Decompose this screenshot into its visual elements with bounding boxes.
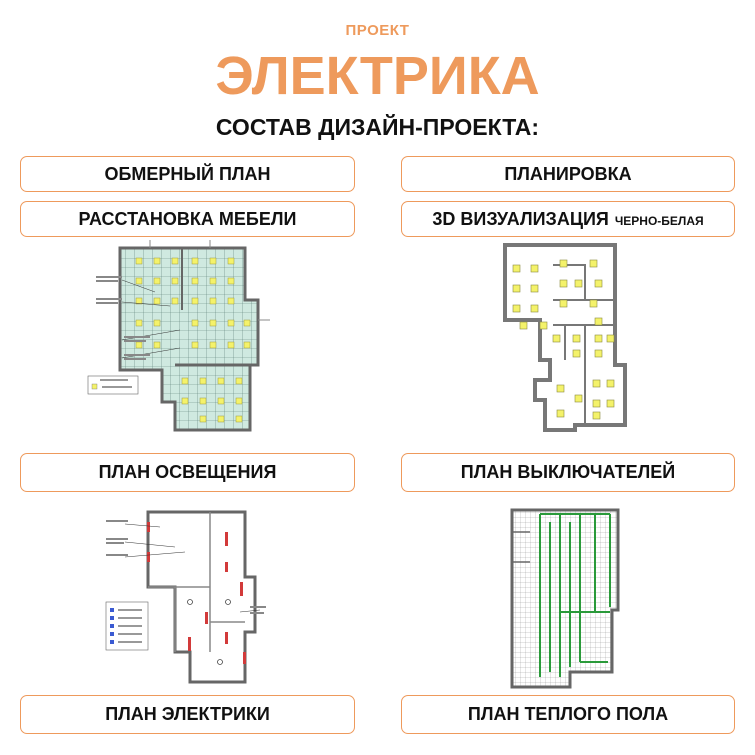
item-3d-visualization: 3D ВИЗУАЛИЗАЦИЯ ЧЕРНО-БЕЛАЯ [401, 201, 735, 237]
item-electric-plan: ПЛАН ЭЛЕКТРИКИ [20, 695, 355, 734]
heating-loops [539, 513, 611, 677]
warm-floor-plan-drawing [510, 508, 620, 689]
item-furniture: РАССТАНОВКА МЕБЕЛИ [20, 201, 355, 237]
page-title: ЭЛЕКТРИКА [215, 46, 540, 106]
lighting-plan-drawing [87, 240, 270, 432]
item-warm-floor-plan: ПЛАН ТЕПЛОГО ПОЛА [401, 695, 735, 734]
project-label: ПРОЕКТ [345, 22, 410, 39]
section-title: СОСТАВ ДИЗАЙН-ПРОЕКТА: [215, 114, 540, 140]
item-3d-visualization-label: 3D ВИЗУАЛИЗАЦИЯ [432, 208, 609, 229]
item-electric-plan-label: ПЛАН ЭЛЕКТРИКИ [105, 704, 270, 724]
switch-plan-drawing [503, 243, 627, 432]
switch-markers [512, 259, 615, 420]
lamp-markers [135, 257, 251, 423]
item-lighting-plan: ПЛАН ОСВЕЩЕНИЯ [20, 453, 355, 492]
item-3d-visualization-note: ЧЕРНО-БЕЛАЯ [614, 213, 704, 228]
wiring-markers [147, 522, 246, 664]
item-measure-plan-label: ОБМЕРНЫЙ ПЛАН [104, 163, 271, 184]
item-measure-plan: ОБМЕРНЫЙ ПЛАН [20, 156, 355, 192]
item-lighting-plan-label: ПЛАН ОСВЕЩЕНИЯ [98, 462, 277, 482]
item-layout-label: ПЛАНИРОВКА [504, 163, 632, 184]
item-warm-floor-plan-label: ПЛАН ТЕПЛОГО ПОЛА [467, 704, 669, 724]
item-switch-plan: ПЛАН ВЫКЛЮЧАТЕЛЕЙ [401, 453, 735, 492]
electric-plan-drawing [105, 510, 266, 684]
item-switch-plan-label: ПЛАН ВЫКЛЮЧАТЕЛЕЙ [460, 462, 676, 482]
item-layout: ПЛАНИРОВКА [401, 156, 735, 192]
item-furniture-label: РАССТАНОВКА МЕБЕЛИ [78, 208, 297, 229]
